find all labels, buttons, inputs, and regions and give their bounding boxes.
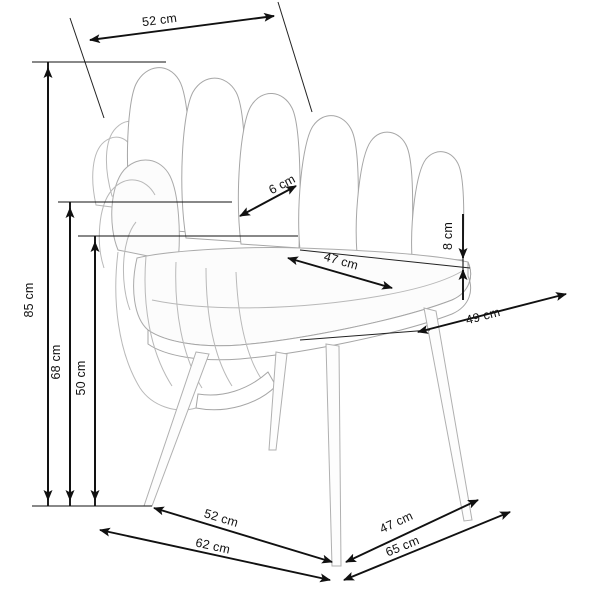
dim-seat-width-diagonal: [299, 249, 567, 341]
dim-backrest-thickness: [239, 185, 297, 217]
chair-backrest-petals: [92, 67, 465, 261]
label-back-height: 68 cm: [49, 344, 63, 379]
label-seat-height: 50 cm: [74, 360, 88, 395]
dim-seat-depth: [287, 256, 393, 290]
dim-overall-width-base: [343, 511, 511, 581]
label-cushion-thickness: 8 cm: [441, 222, 455, 250]
dim-back-height: [58, 201, 232, 506]
label-total-height: 85 cm: [22, 282, 36, 317]
label-leg-span-front: 52 cm: [202, 506, 240, 530]
label-seat-width-diagonal: 49 cm: [464, 305, 501, 327]
label-top-width: 52 cm: [141, 11, 178, 29]
chair-legs: [143, 307, 473, 567]
dim-leg-span-front: [153, 506, 333, 564]
dim-total-height: [32, 61, 166, 507]
dim-overall-depth-base: [99, 527, 331, 583]
dim-seat-height: [78, 235, 298, 506]
label-overall-depth-base: 62 cm: [194, 536, 231, 557]
dim-top-width: [69, 1, 313, 119]
